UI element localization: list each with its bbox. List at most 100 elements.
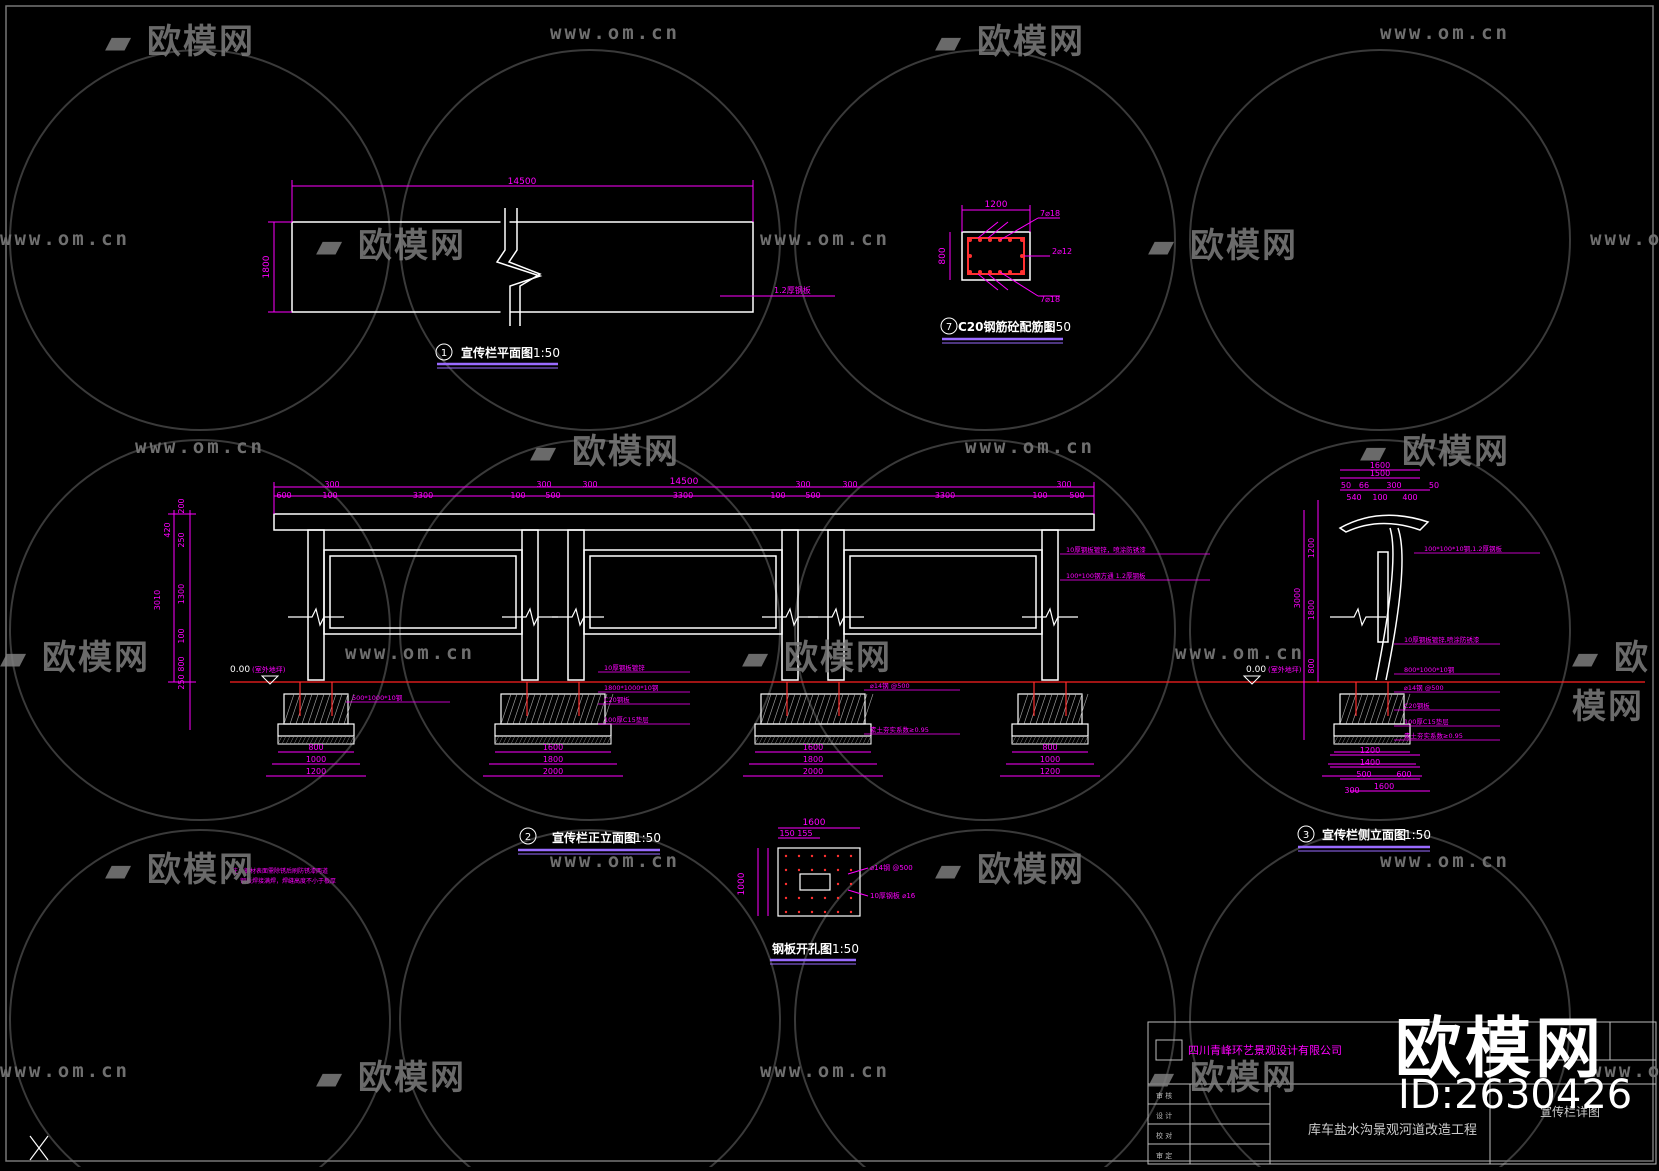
footing-hatch [500,693,512,725]
watermark-url: www.om.cn [0,228,130,250]
title-block[interactable] [1147,1021,1657,1165]
footing-hatch [1393,693,1405,725]
footing-hatch [512,693,524,725]
watermark-logo: ▰ 欧模网 [935,850,1085,890]
front-left-dim: 100 [177,628,186,643]
footing-dim-text: 800 [1042,743,1057,752]
watermark-url: www.om.cn [760,228,890,250]
footing-cushion-hatch [858,735,864,745]
footing-hatch [536,693,548,725]
footing-cushion-hatch [498,735,504,745]
footing-pedestal [1017,693,1083,725]
footing-hatch [772,693,784,725]
plate-bolt-hole [836,868,840,872]
front-title-number-circle [519,827,537,845]
plate-view[interactable]: 1600 150 155 1000 ⌀14钢 @500 10厚钢板 ⌀16 钢板… [737,818,916,965]
plate-bolt-hole [836,896,840,900]
footing-hatch [766,693,778,725]
footing-cushion-hatch [594,735,600,745]
footing-cushion-hatch [830,735,836,745]
footing-hatch [283,693,295,725]
plate-bolt-hole [849,854,853,858]
plan-title-number: 1 [441,348,447,359]
footing-cushion-hatch [862,735,868,745]
side-bottom-dim: 1200 [1360,746,1380,755]
plate-bolt-hole [797,868,801,872]
front-top-dim: 300 [842,480,857,489]
plate-bolt-hole [797,896,801,900]
footing-cushion-hatch [1067,735,1073,745]
footing-cushion-hatch [1345,735,1351,745]
footing-cushion-hatch [313,735,319,745]
footing-hatch [814,693,826,725]
footing-hatch [548,693,560,725]
plan-view[interactable] [291,208,754,326]
watermark-url: www.om.cn [345,642,475,664]
watermark-arc [1189,49,1571,431]
footing-hatch [1053,693,1065,725]
footing-hatch [1047,693,1059,725]
footing-cushion-hatch [1349,735,1355,745]
watermark-logo: ▰ 欧模网 [530,432,680,472]
cursor-icon [29,1135,49,1161]
watermark-arc [399,829,781,1171]
footing-cushion-hatch [1055,735,1061,745]
front-top-dim: 300 [582,480,597,489]
plate-title-scale: 1:50 [832,942,859,956]
section7-rebar-top: 7⌀18 [1040,209,1060,218]
section7-view[interactable]: 1200 800 7⌀18 2⌀12 7⌀18 7 C20钢筋砼配筋图 1:50 [938,200,1072,344]
footing-cushion-hatch [1365,735,1371,745]
footing-cushion-hatch [333,735,339,745]
footing-hatch [760,693,772,725]
footing-cushion-hatch [293,735,299,745]
section7-title-scale: 1:50 [1044,320,1071,334]
footing-hatch [542,693,554,725]
front-left-dim: 250 [177,674,186,689]
watermark-arc [9,439,391,821]
footing-cushion-hatch [838,735,844,745]
watermark-arc [399,49,781,431]
footing-dim-text: 1000 [306,755,326,764]
footing-cushion-hatch [1337,735,1343,745]
footing-cushion-hatch [1075,735,1081,745]
watermark-logo: ▰ 欧模网 [105,22,255,62]
watermark-logo: ▰ 欧模网 [742,638,892,678]
footing-dim-text: 1600 [543,743,563,752]
side-title-scale: 1:50 [1404,828,1431,842]
footing-cushion-hatch [802,735,808,745]
plan-title: 宣传栏平面图 [461,345,533,360]
front-top-dim: 500 [545,491,560,500]
front-top-dim: 600 [276,491,291,500]
footing-cushion-hatch [337,735,343,745]
front-note: 500*1000*10钢 [352,694,403,702]
front-elevation-view[interactable]: 8001000120016001800200016001800200080010… [153,477,1645,855]
side-bottom-dim: 600 [1396,770,1411,779]
plate-bolt-hole [836,910,840,914]
plan-title-number-circle [435,343,453,361]
footing-cushion-hatch [806,735,812,745]
front-left-dimension-lines [168,510,196,730]
footing-cushion-hatch [1083,735,1089,745]
side-top-dim: 100 [1372,493,1387,502]
footing-hatch [602,693,614,725]
plate-bolt-hole [810,854,814,858]
plate-bolt-hole [823,910,827,914]
watermark-arc [1189,829,1571,1171]
footing-cushion-hatch [582,735,588,745]
section7-rebar-cage [967,237,1025,275]
footing-hatch [850,693,862,725]
footing-cushion-hatch [1361,735,1367,745]
side-top-dim: 540 [1346,493,1361,502]
footing-cushion-hatch [1357,735,1363,745]
side-note: 100*100*10钢,1.2厚钢板 [1424,544,1502,553]
plan-outline [291,221,754,313]
side-left-dim: 800 [1307,658,1316,673]
front-top-dim: 500 [805,491,820,500]
section7-dim-width: 1200 [985,200,1008,210]
side-top-dim: 400 [1402,493,1417,502]
